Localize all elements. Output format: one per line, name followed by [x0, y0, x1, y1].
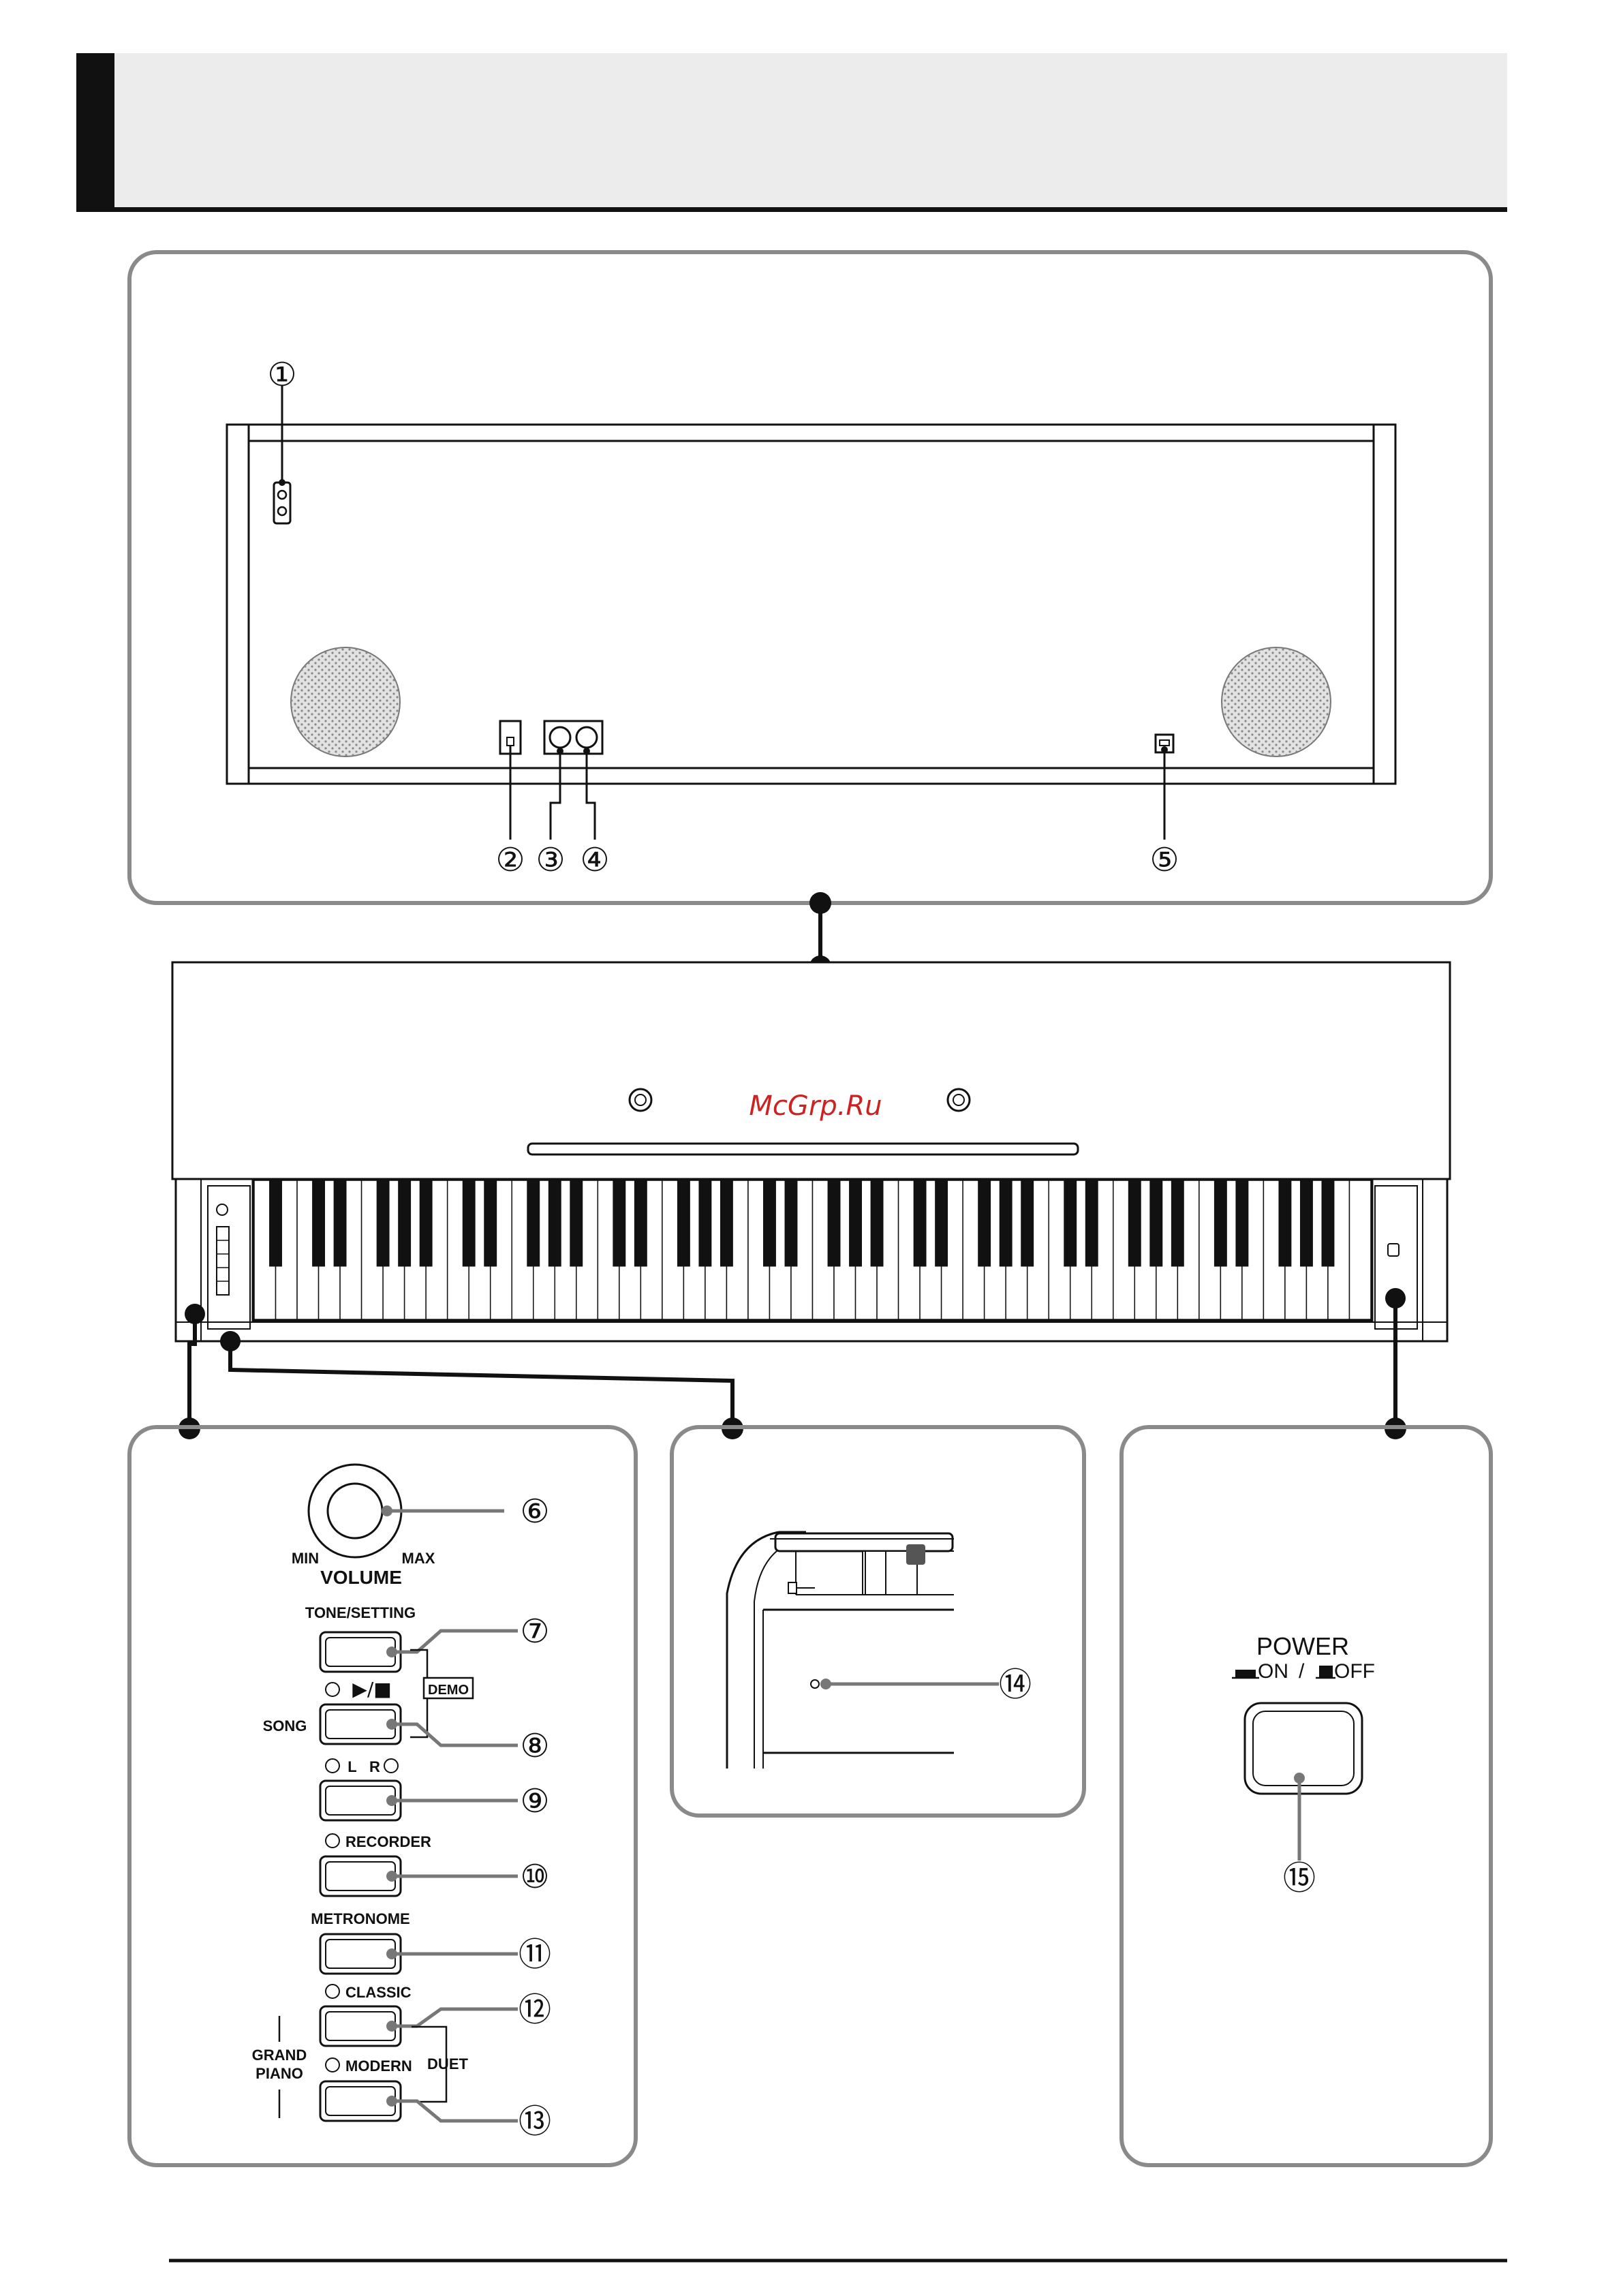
- volume-max-label: MAX: [402, 1550, 435, 1567]
- callout-8: ⑧: [520, 1728, 549, 1764]
- black-key[interactable]: [785, 1180, 798, 1266]
- black-key[interactable]: [613, 1180, 625, 1266]
- callout-10: ⑩: [520, 1859, 549, 1895]
- callout-9: ⑨: [520, 1784, 549, 1820]
- black-key[interactable]: [463, 1180, 476, 1266]
- modern-button[interactable]: [320, 2081, 518, 2121]
- black-key[interactable]: [398, 1180, 411, 1266]
- song-label: SONG: [263, 1717, 307, 1734]
- metronome-label: METRONOME: [311, 1910, 409, 1927]
- black-key[interactable]: [548, 1180, 561, 1266]
- right-hand-lamp: [384, 1759, 398, 1773]
- black-key[interactable]: [1322, 1180, 1335, 1266]
- black-key[interactable]: [871, 1180, 884, 1266]
- callout-12: ⑫: [519, 1992, 551, 2028]
- speaker-left: [291, 647, 400, 756]
- black-key[interactable]: [1064, 1180, 1077, 1266]
- duet-label: DUET: [427, 2055, 468, 2072]
- callout-4: ④: [580, 842, 609, 878]
- classic-lamp: [326, 1985, 339, 1998]
- power-box: [1122, 1427, 1491, 2165]
- right-hand-label: R: [369, 1758, 380, 1775]
- watermark: McGrp.Ru: [749, 1090, 882, 1122]
- black-key[interactable]: [634, 1180, 647, 1266]
- power-off-label: OFF: [1334, 1660, 1375, 1683]
- power-label: POWER: [1256, 1632, 1349, 1660]
- black-key[interactable]: [978, 1180, 991, 1266]
- callout-11: ⑪: [519, 1937, 551, 1973]
- classic-label: CLASSIC: [345, 1984, 412, 2001]
- power-separator: /: [1299, 1660, 1305, 1683]
- black-key[interactable]: [935, 1180, 948, 1266]
- volume-label: VOLUME: [320, 1567, 402, 1588]
- page-header: [76, 53, 1507, 212]
- black-key[interactable]: [763, 1180, 776, 1266]
- black-key[interactable]: [1235, 1180, 1248, 1266]
- recorder-label: RECORDER: [345, 1833, 431, 1850]
- callout-5: ⑤: [1149, 842, 1179, 878]
- white-key[interactable]: [1349, 1180, 1371, 1319]
- black-key[interactable]: [269, 1180, 282, 1266]
- black-key[interactable]: [484, 1180, 497, 1266]
- black-key[interactable]: [1021, 1180, 1034, 1266]
- callout-3: ③: [536, 842, 565, 878]
- black-key[interactable]: [1300, 1180, 1313, 1266]
- headphones-box: [672, 1427, 1084, 1816]
- piano-label: PIANO: [256, 2065, 303, 2082]
- song-indicator-lamp: [326, 1683, 339, 1696]
- recorder-button[interactable]: [320, 1856, 518, 1896]
- part-select-button[interactable]: [320, 1781, 518, 1820]
- black-key[interactable]: [1214, 1180, 1227, 1266]
- black-key[interactable]: [849, 1180, 862, 1266]
- black-key[interactable]: [570, 1180, 583, 1266]
- rear-panel-box: [129, 252, 1491, 903]
- black-key[interactable]: [677, 1180, 690, 1266]
- volume-knob[interactable]: [309, 1465, 504, 1557]
- metronome-button[interactable]: [320, 1934, 518, 1974]
- grand-label: GRAND: [252, 2047, 307, 2064]
- black-key[interactable]: [720, 1180, 733, 1266]
- black-key[interactable]: [1278, 1180, 1291, 1266]
- black-key[interactable]: [1128, 1180, 1141, 1266]
- callout-6: ⑥: [520, 1494, 549, 1530]
- black-key[interactable]: [334, 1180, 347, 1266]
- black-key[interactable]: [420, 1180, 433, 1266]
- callout-13: ⑬: [519, 2104, 551, 2140]
- black-key[interactable]: [312, 1180, 325, 1266]
- play-stop-button[interactable]: [320, 1704, 518, 1745]
- modern-label: MODERN: [345, 2057, 412, 2075]
- black-key[interactable]: [1000, 1180, 1013, 1266]
- black-key[interactable]: [377, 1180, 390, 1266]
- power-on-label: ON: [1258, 1660, 1288, 1683]
- play-stop-label: ▶/■: [352, 1678, 391, 1700]
- callout-15: ⑮: [1283, 1861, 1316, 1897]
- black-key[interactable]: [828, 1180, 841, 1266]
- piano-front-view: [172, 962, 1450, 1341]
- callout-7: ⑦: [520, 1614, 549, 1650]
- black-key[interactable]: [914, 1180, 927, 1266]
- black-key[interactable]: [527, 1180, 540, 1266]
- tone-setting-button[interactable]: [320, 1631, 518, 1672]
- left-hand-lamp: [326, 1759, 339, 1773]
- connector-headphones: [220, 1331, 743, 1439]
- callout-2: ②: [495, 842, 525, 878]
- usb-port: [1156, 735, 1173, 840]
- black-key[interactable]: [1149, 1180, 1162, 1266]
- demo-label: DEMO: [428, 1683, 469, 1698]
- callout-1: ①: [267, 357, 296, 393]
- black-key[interactable]: [1171, 1180, 1184, 1266]
- callout-14: ⑭: [999, 1667, 1032, 1703]
- black-key[interactable]: [1085, 1180, 1098, 1266]
- recorder-lamp: [326, 1834, 339, 1848]
- tone-setting-label: TONE/SETTING: [305, 1604, 416, 1621]
- black-key[interactable]: [698, 1180, 711, 1266]
- power-button[interactable]: [1245, 1703, 1362, 1861]
- modern-lamp: [326, 2058, 339, 2072]
- volume-min-label: MIN: [292, 1550, 319, 1567]
- speaker-right: [1222, 647, 1331, 756]
- left-hand-label: L: [347, 1758, 356, 1775]
